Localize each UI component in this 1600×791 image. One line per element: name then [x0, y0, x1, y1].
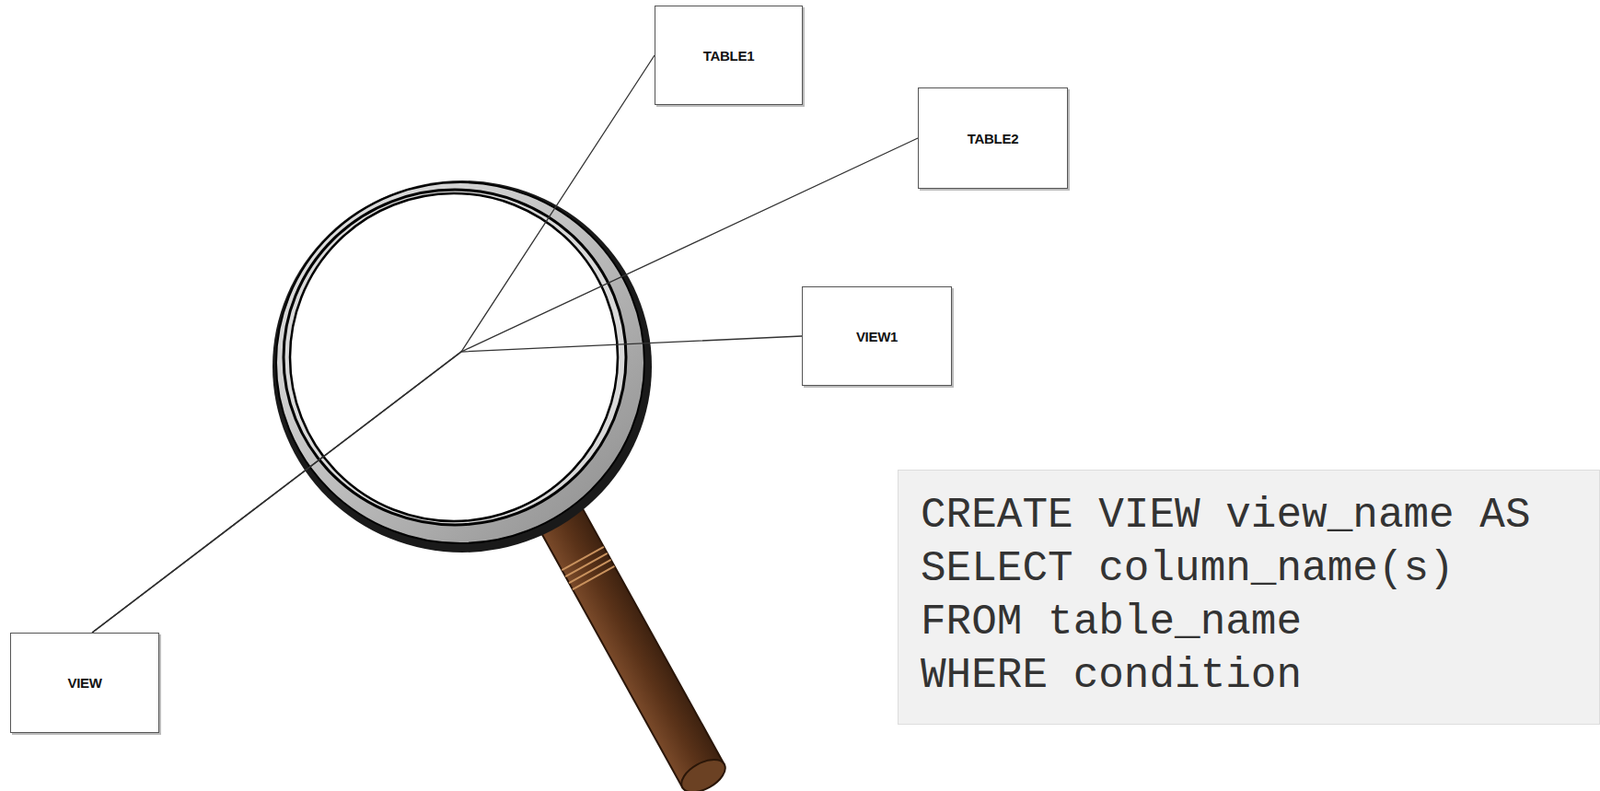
code-line: WHERE condition [920, 649, 1577, 703]
box-label: VIEW1 [856, 328, 898, 345]
leader-line [92, 138, 918, 633]
table-box: TABLE2 [917, 87, 1068, 189]
box-label: TABLE1 [703, 47, 754, 64]
leader-line [92, 55, 655, 633]
box-label: VIEW [67, 674, 102, 691]
code-line: FROM table_name [920, 595, 1577, 650]
leader-line [92, 336, 802, 633]
code-line: CREATE VIEW view_name AS [920, 488, 1577, 543]
magnifier-rim [272, 180, 652, 553]
table-box: TABLE1 [654, 5, 803, 105]
view-box: VIEW [10, 632, 160, 733]
magnifier-handle [534, 498, 731, 791]
code-panel: CREATE VIEW view_name ASSELECT column_na… [897, 469, 1600, 725]
view-box: VIEW1 [801, 286, 952, 386]
code-line: SELECT column_name(s) [920, 542, 1577, 596]
box-label: TABLE2 [967, 130, 1019, 147]
